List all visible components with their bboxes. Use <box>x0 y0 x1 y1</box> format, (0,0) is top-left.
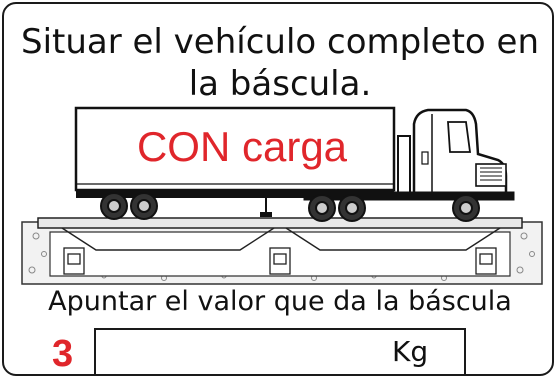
trailer <box>74 106 396 217</box>
instruction-card: Situar el vehículo completo en la báscul… <box>2 2 554 376</box>
cab-wheels <box>308 194 480 222</box>
instruction-line-1: Situar el vehículo completo en <box>20 22 539 62</box>
trailer-wheels <box>100 192 158 220</box>
truck-on-scale-illustration <box>21 106 543 285</box>
instruction-line-2: la báscula. <box>188 64 372 104</box>
truck-cab <box>303 108 515 201</box>
weight-unit: Kg <box>392 335 429 368</box>
weight-input-box[interactable] <box>94 328 466 374</box>
scale-platform <box>37 217 523 251</box>
step-number: 3 <box>52 333 74 375</box>
record-instruction: Apuntar el valor que da la báscula <box>48 286 512 317</box>
trailer-label: CON carga <box>136 123 348 170</box>
load-cells <box>63 247 497 275</box>
